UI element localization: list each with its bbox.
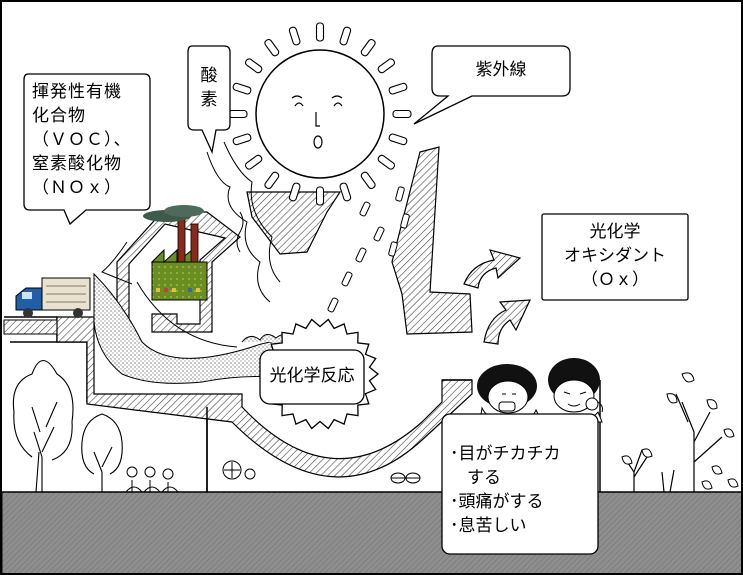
sun-ray (288, 26, 301, 46)
sun-ray (244, 154, 263, 170)
sun-ray (339, 182, 352, 202)
sun-ray (228, 109, 248, 119)
sun-ray (377, 58, 396, 74)
arrow-lower (483, 299, 531, 345)
reaction-label-box (259, 349, 365, 405)
oxidant-callout-box (541, 213, 689, 301)
uv-label: 紫外線 (475, 60, 527, 80)
sun-ray (360, 171, 376, 190)
tree-right (623, 393, 723, 493)
symptoms-label: ･目がチカチカ する ･頭痛がする ･息苦しい (450, 444, 561, 536)
sun-ray (264, 38, 280, 57)
sun-ray (388, 133, 408, 146)
hatched-column-right (391, 146, 473, 335)
ground-critters (222, 460, 421, 484)
reaction-label: 光化学反応 (269, 366, 355, 386)
leaves (621, 372, 739, 490)
sun-ray (315, 186, 325, 206)
sun-ray (339, 26, 352, 46)
flowers (125, 466, 179, 493)
sun-ray (392, 109, 412, 119)
tree-left-big (12, 359, 74, 493)
uv-rays (327, 186, 410, 313)
people (477, 358, 603, 423)
sun-ray (244, 58, 263, 74)
sun-ray (232, 133, 252, 146)
sun-ray (264, 171, 280, 190)
sun-ray (388, 82, 408, 95)
oxidant-label: 光化学 オキシダント （Ｏｘ） (564, 222, 666, 290)
ground (2, 491, 741, 573)
symptoms-box (441, 413, 599, 555)
uv-callout-box (413, 45, 571, 125)
oxygen-label: 酸 素 (200, 66, 218, 110)
sun-ray (377, 154, 396, 170)
truck (15, 277, 91, 318)
oxygen-callout-box (187, 45, 231, 155)
factory (143, 205, 208, 301)
sun-ray (288, 182, 301, 202)
voc-callout-box (23, 73, 151, 226)
voc-label: 揮発性有機 化合物 （ＶＯＣ）、 窒素酸化物 （ＮＯｘ） (32, 82, 132, 198)
sun-ray (360, 38, 376, 57)
sun-ray (315, 22, 325, 42)
arrow-upper (463, 249, 522, 289)
tree-left-small (81, 413, 123, 492)
sun (228, 22, 412, 206)
sun-ray (232, 82, 252, 95)
